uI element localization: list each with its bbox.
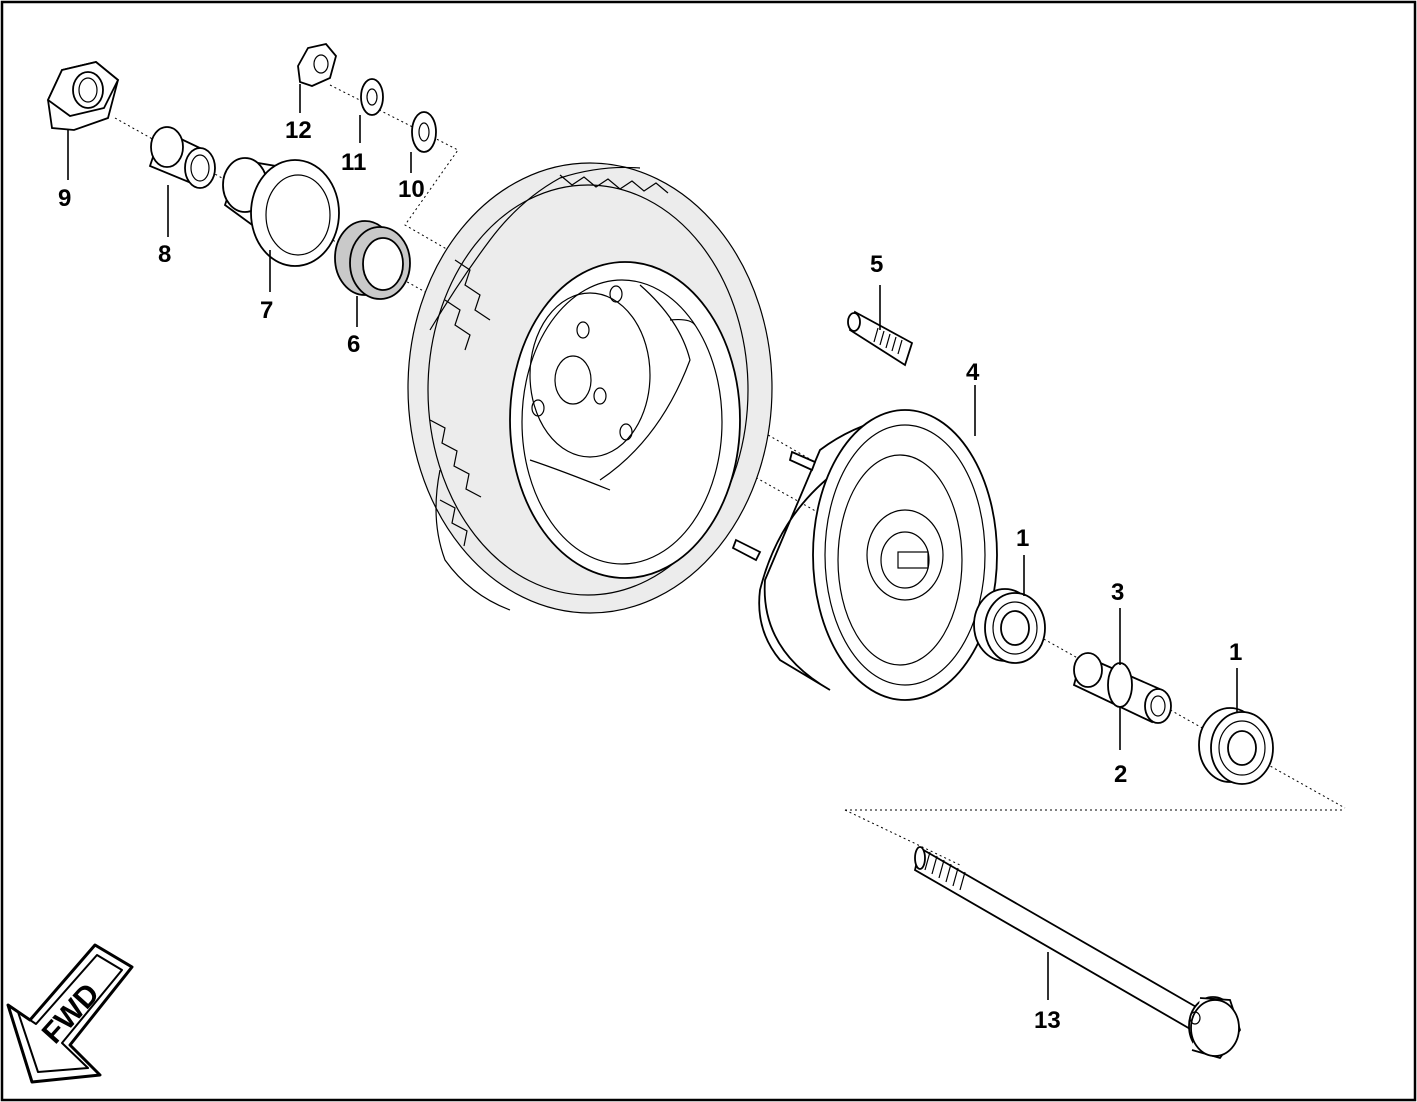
axle-bolt-13 (913, 846, 1241, 1060)
spacer-sleeve-3-2 (1072, 608, 1172, 750)
part-label-1-lower: 1 (1229, 639, 1242, 666)
part-label-2: 2 (1114, 761, 1127, 788)
washer-11 (359, 78, 384, 143)
part-label-13: 13 (1034, 1007, 1061, 1034)
stud-5 (847, 285, 914, 367)
part-label-6: 6 (347, 331, 360, 358)
part-label-10: 10 (398, 176, 425, 203)
hub-drum-4 (731, 385, 998, 701)
bearing-1-lower (1198, 668, 1274, 785)
spacer-8 (148, 126, 216, 237)
part-label-9: 9 (58, 185, 71, 212)
part-label-7: 7 (260, 297, 273, 324)
hex-nut-9 (46, 61, 120, 180)
part-number-labels: 9 8 7 6 12 11 10 5 4 1 3 2 1 13 (58, 117, 1242, 1034)
washer-10 (410, 111, 437, 173)
part-label-11: 11 (341, 149, 366, 176)
part-label-3: 3 (1111, 579, 1124, 606)
forward-arrow-icon: FWD (6, 943, 134, 1084)
small-nut-12 (297, 43, 337, 113)
seal-6 (334, 220, 411, 327)
part-label-1-upper: 1 (1016, 525, 1029, 552)
part-label-5: 5 (870, 251, 883, 278)
wheel-with-tyre (407, 162, 773, 614)
bearing-1-upper (973, 555, 1046, 664)
part-label-12: 12 (285, 117, 312, 144)
collar-7 (222, 157, 340, 292)
part-label-4: 4 (966, 359, 980, 386)
part-label-8: 8 (158, 241, 171, 268)
